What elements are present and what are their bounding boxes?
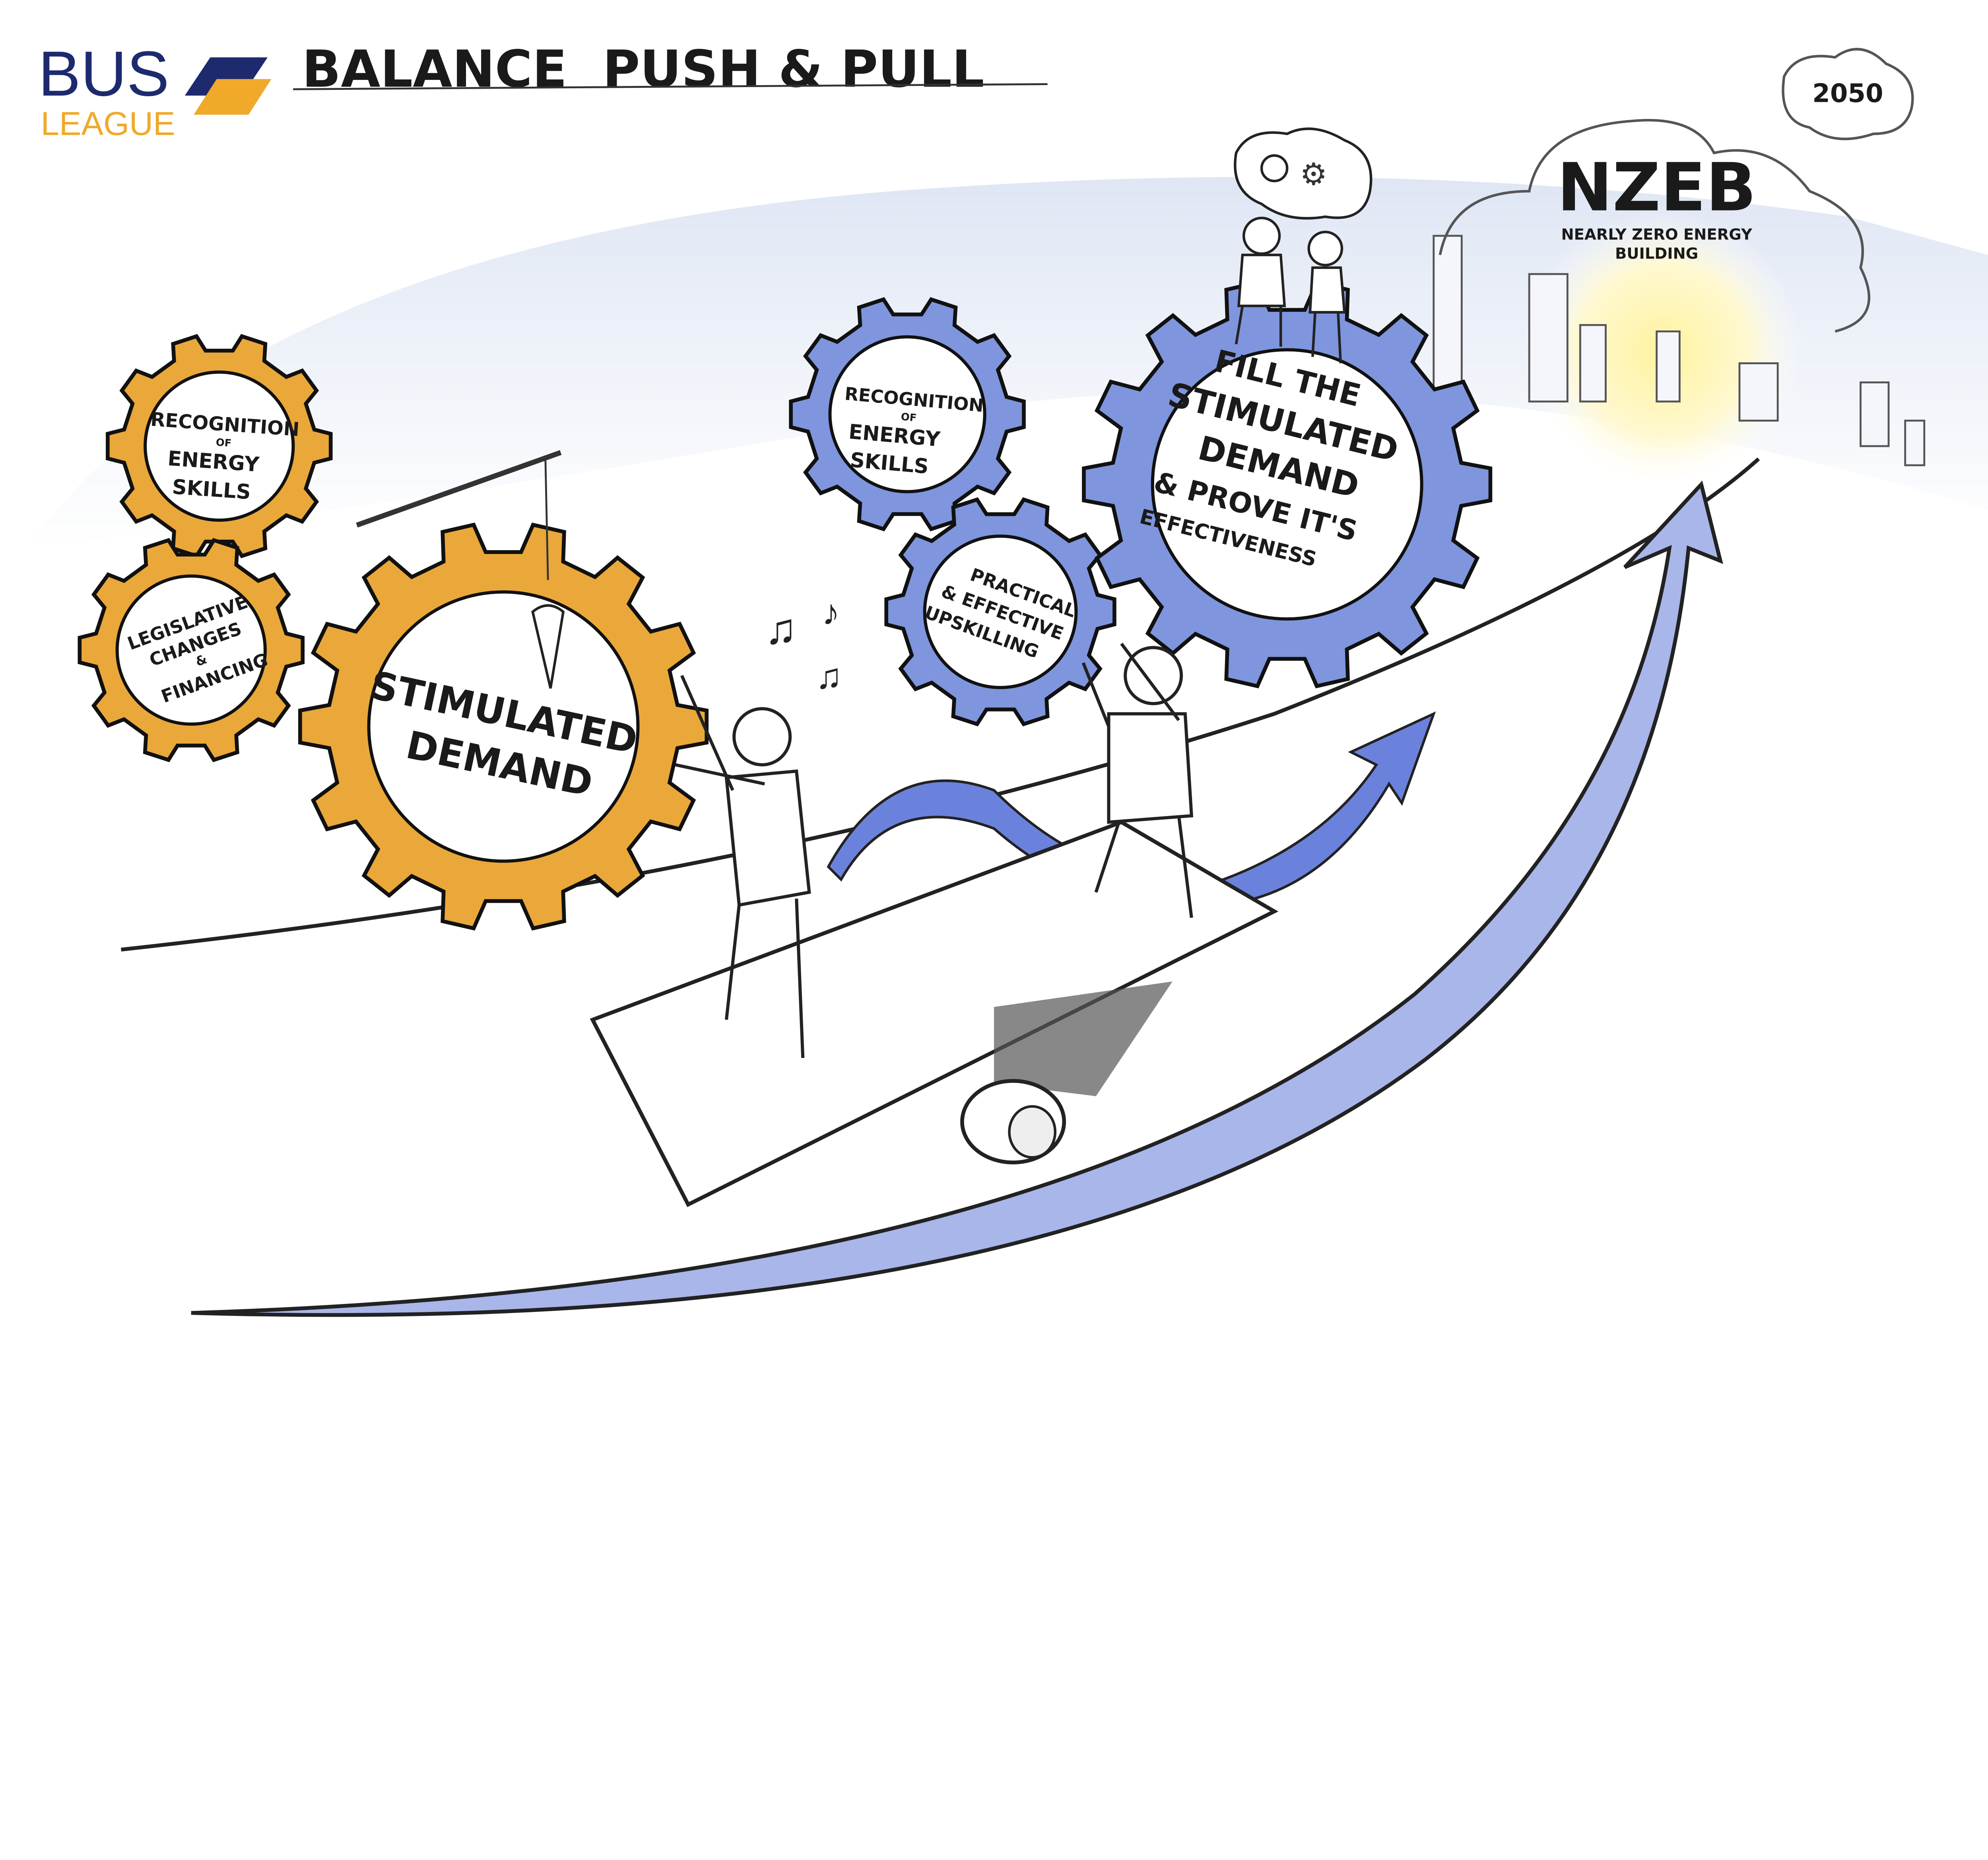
seesaw-plank [590, 820, 1279, 1207]
year-cloud [1782, 48, 1914, 140]
music-note-icon: ♫ [815, 657, 842, 696]
pull-gear-upskilling-face [923, 534, 1078, 689]
woman-pushing-figure [675, 675, 811, 1058]
celebrating-people-figure [1235, 216, 1346, 363]
seesaw-roller-end [1008, 1105, 1057, 1159]
gear-icon: ⚙ [1300, 157, 1327, 192]
logo-bus: BUS [38, 38, 169, 109]
nzeb-subtitle-text: NEARLY ZERO ENERGY [1561, 226, 1753, 244]
big-arrow-icon [191, 480, 1723, 1317]
music-note-icon: ♪ [822, 593, 840, 633]
push-gear-recognition-label: RECOGNITION OF ENERGY SKILLS [150, 408, 300, 504]
lightbulb-icon [1260, 154, 1289, 183]
background-swoosh [25, 177, 1988, 548]
label-line: OF [901, 411, 917, 424]
music-note-icon: ♫ [765, 605, 797, 653]
string [544, 459, 549, 580]
seesaw-fulcrum-shadow [994, 981, 1173, 1096]
year-label: 2050 [1812, 79, 1883, 108]
wave-arrow-icon [827, 711, 1436, 908]
pull-gear-recognition-face [828, 335, 986, 494]
nzeb-title: NZEB [1557, 149, 1756, 226]
idea-cloud [1234, 127, 1373, 220]
nzeb-subtitle-text-line2: BUILDING [1615, 245, 1698, 263]
stick [356, 450, 562, 528]
city-skyline [1433, 235, 1926, 466]
label-line: OF [215, 437, 232, 450]
push-gear-recognition-face [144, 370, 295, 522]
man-pulling-figure [1081, 643, 1194, 918]
push-gear-main-face [367, 590, 640, 863]
page-title: BALANCE PUSH & PULL [302, 40, 984, 99]
label-line: SKILLS [171, 475, 252, 504]
logo-mark-gold [194, 79, 272, 115]
title-underline [293, 83, 1048, 90]
nzeb-cloud [1439, 119, 1870, 333]
logo-league: LEAGUE [41, 105, 175, 142]
push-gear-legislative-face [115, 574, 267, 726]
carrot-icon [531, 604, 565, 689]
pull-gear-main-face [1151, 348, 1423, 621]
